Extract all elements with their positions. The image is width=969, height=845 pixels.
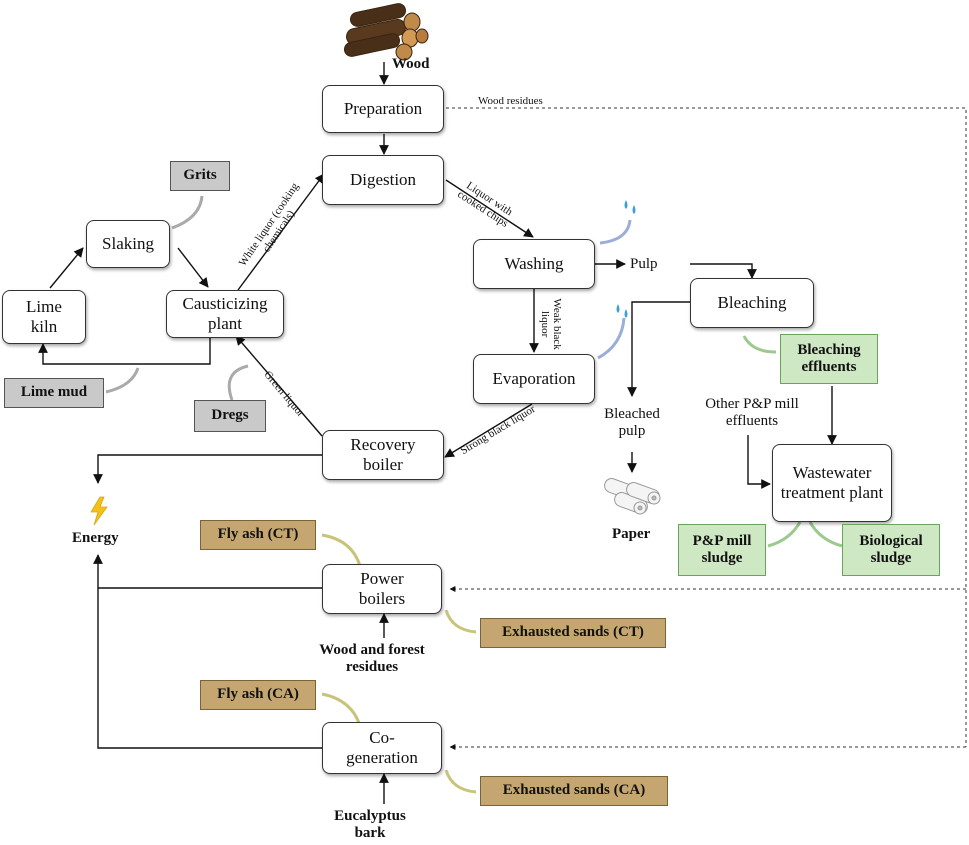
wastewater-treatment-node: Wastewater treatment plant — [772, 444, 892, 522]
curve-fly-ash-ct — [321, 533, 362, 567]
grits-residue: Grits — [170, 161, 230, 191]
fly-ash-ca-residue: Fly ash (CA) — [200, 680, 316, 710]
arrow-causticizing-limekiln — [38, 338, 211, 365]
lime-mud-residue: Lime mud — [4, 378, 104, 408]
recovery-boiler-node: Recovery boiler — [322, 430, 444, 480]
washing-node: Washing — [473, 239, 595, 289]
wood-forest-residues-label: Wood and forest residues — [319, 642, 425, 676]
wood-residues-label: Wood residues — [478, 95, 543, 107]
lime-kiln-node: Lime kiln — [2, 290, 86, 344]
exhausted-sands-ct-residue: Exhausted sands (CT) — [480, 618, 666, 648]
eucalyptus-bark-label: Eucalyptus bark — [334, 808, 406, 842]
water-drop-icon — [616, 304, 628, 318]
weak-black-liquor-label: Weak black liquor — [539, 298, 564, 350]
curve-sands-ca — [444, 769, 477, 794]
arrow-other-effluents-wwtp — [747, 435, 771, 489]
energy-label: Energy — [72, 530, 119, 546]
wood-logs-icon — [343, 3, 429, 61]
bleached-pulp-label: Bleached pulp — [604, 406, 660, 440]
biological-sludge-residue: Biological sludge — [842, 524, 940, 576]
arrow-recovery-energy — [93, 454, 322, 484]
wood-label: Wood — [392, 56, 430, 72]
pp-mill-sludge-residue: P&P mill sludge — [678, 524, 766, 576]
wood-residues-loop — [446, 107, 967, 750]
arrow-slaking-causticizing — [177, 247, 209, 288]
fly-ash-ct-residue: Fly ash (CT) — [200, 520, 316, 550]
arrow-digestion-washing — [445, 179, 534, 238]
water-drop-icon — [624, 200, 636, 214]
digestion-node: Digestion — [322, 155, 444, 205]
curve-pp-sludge — [767, 521, 802, 548]
preparation-node: Preparation — [322, 85, 444, 133]
curve-water-evaporation — [597, 317, 626, 360]
curve-bio-sludge — [808, 521, 843, 548]
arrow-causticizing-digestion — [237, 173, 325, 291]
bleaching-effluents-residue: Bleaching effluents — [780, 334, 878, 384]
slaking-node: Slaking — [86, 220, 170, 268]
co-generation-node: Co-generation — [322, 722, 442, 774]
pulp-label: Pulp — [630, 256, 658, 272]
curve-dregs — [227, 364, 249, 401]
power-boilers-node: Power boilers — [322, 564, 442, 614]
curve-water-washing — [599, 219, 632, 245]
curve-sands-ct — [444, 609, 477, 634]
evaporation-node: Evaporation — [473, 354, 595, 404]
curve-bleaching-effluents — [742, 335, 777, 354]
curve-lime-mud — [105, 367, 140, 394]
exhausted-sands-ca-residue: Exhausted sands (CA) — [480, 776, 668, 806]
arrow-pulp-bleaching — [690, 263, 757, 279]
causticizing-plant-node: Causticizing plant — [166, 290, 284, 338]
bleaching-node: Bleaching — [690, 278, 814, 328]
dregs-residue: Dregs — [194, 400, 266, 432]
arrow-limekiln-slaking — [49, 247, 84, 289]
main-flow-arrows — [38, 62, 837, 804]
residue-curved-arrows — [105, 195, 843, 794]
arrow-evaporation-recovery — [444, 403, 533, 458]
curve-fly-ash-ca — [321, 692, 362, 727]
arrow-bleaching-bleachedpulp — [627, 301, 690, 397]
curve-slaking-grits — [171, 195, 204, 230]
lightning-bolt-icon — [90, 496, 108, 526]
other-effluents-label: Other P&P mill effluents — [705, 396, 799, 430]
paper-rolls-icon — [604, 478, 661, 515]
arrow-recovery-causticizing — [235, 335, 323, 437]
paper-label: Paper — [612, 526, 651, 542]
arrow-cogen-energy — [93, 554, 322, 749]
